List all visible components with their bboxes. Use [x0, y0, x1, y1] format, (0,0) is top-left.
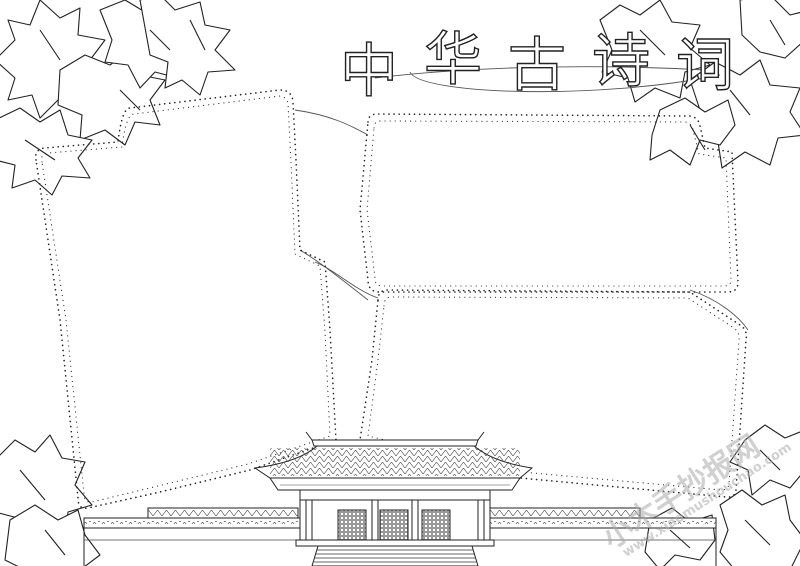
leaves-bottom-left-decoration [0, 434, 101, 566]
dotted-frame-left [34, 89, 337, 510]
leaves-top-right-decoration [599, 0, 800, 169]
title-char-4: 诗 [591, 27, 651, 95]
title-char-5: 词 [675, 31, 735, 99]
title-char-2: 华 [423, 25, 483, 93]
leaves-top-left-decoration [0, 0, 236, 196]
dotted-frame-bottom-right [359, 289, 748, 498]
palace-hall-illustration [83, 431, 717, 566]
title-char-3: 古 [507, 31, 567, 99]
title-char-1: 中 [339, 37, 399, 105]
decorative-flowing-lines [294, 66, 749, 331]
